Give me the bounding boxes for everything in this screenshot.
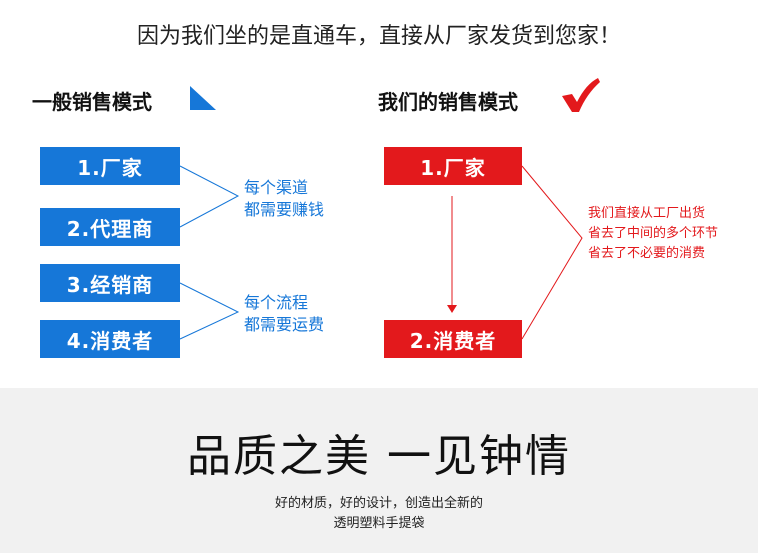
left-note-shipping: 每个流程 都需要运费 — [244, 293, 325, 334]
right-box-manufacturer: 1.厂家 — [384, 147, 522, 185]
headline: 因为我们坐的是直通车，直接从厂家发货到您家！ — [136, 24, 621, 49]
left-box-distributor: 3.经销商 — [40, 264, 180, 302]
left-section-title: 一般销售模式 — [32, 90, 152, 114]
right-box-consumer: 2.消费者 — [384, 320, 522, 358]
right-section-title: 我们的销售模式 — [378, 90, 518, 114]
down-arrow-icon — [447, 305, 457, 313]
left-connectors — [179, 165, 240, 340]
left-note-profit: 每个渠道 都需要赚钱 — [244, 178, 325, 219]
right-connectors — [447, 165, 583, 340]
blue-triangle-icon — [190, 86, 216, 110]
left-box-manufacturer: 1.厂家 — [40, 147, 180, 185]
right-note: 我们直接从工厂出货 省去了中间的多个环节 省去了不必要的消费 — [588, 206, 719, 261]
left-box-agent: 2.代理商 — [40, 208, 180, 246]
slogan: 品质之美 一见钟情 — [187, 431, 571, 482]
bottom-banner — [0, 388, 758, 553]
left-box-consumer: 4.消费者 — [40, 320, 180, 358]
red-check-icon — [562, 78, 600, 112]
description: 好的材质，好的设计，创造出全新的 透明塑料手提袋 — [274, 496, 483, 531]
